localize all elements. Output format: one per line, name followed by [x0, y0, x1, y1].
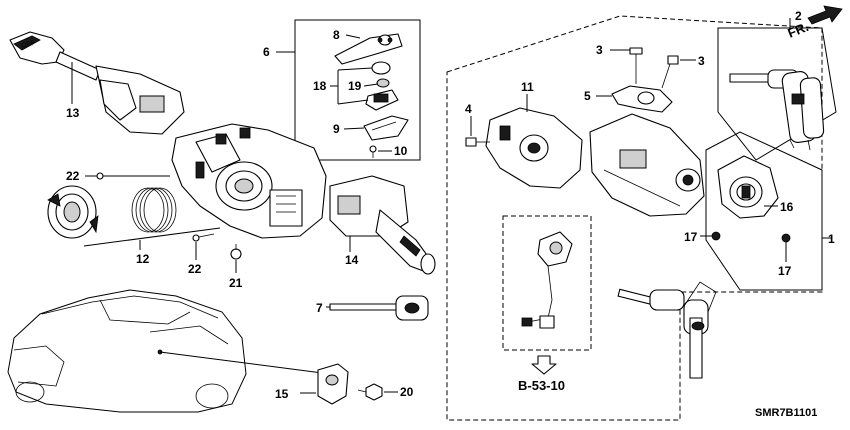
stalk-off-mark: OFF	[21, 40, 36, 50]
screw-icon	[192, 233, 242, 260]
ignition-cylinder-icon	[717, 155, 779, 219]
bolt-icon	[465, 137, 490, 147]
part-label-4: 4	[465, 102, 472, 116]
key-head-icon	[334, 33, 403, 65]
spiral-spring-icon	[131, 187, 177, 233]
part-label-15: 15	[275, 387, 289, 401]
door-lock-cylinder-icon	[317, 363, 349, 405]
part-label-3-left: 3	[596, 43, 603, 57]
part-label-17-right: 17	[778, 264, 792, 278]
assembly-frame	[446, 15, 823, 421]
screw-icon	[711, 231, 791, 243]
key-pair-icon	[617, 281, 717, 379]
section-reference: B-53-10	[518, 378, 565, 393]
part-label-3-right: 3	[698, 54, 705, 68]
part-label-5: 5	[584, 89, 591, 103]
bolt-icon	[357, 383, 383, 401]
drawing-code: SMR7B1101	[755, 407, 817, 419]
part-label-17-left: 17	[684, 230, 698, 244]
reference-arrow-icon	[531, 355, 557, 375]
turn-signal-switch-stalk-icon	[329, 175, 436, 275]
car-outline-icon	[7, 289, 247, 413]
part-label-2: 2	[795, 9, 802, 23]
transmitter-parts-icon	[363, 61, 409, 158]
steering-lock-housing-icon	[589, 113, 705, 217]
part-label-1: 1	[828, 232, 835, 246]
part-label-22-top: 22	[66, 169, 80, 183]
part-label-7: 7	[316, 301, 323, 315]
part-label-14: 14	[345, 253, 359, 267]
part-label-11: 11	[521, 80, 534, 94]
key-interlock-switch-icon	[521, 231, 573, 329]
key-pair-icon	[729, 69, 825, 151]
part-label-9: 9	[333, 122, 340, 136]
part-label-8: 8	[333, 28, 340, 42]
front-arrow-icon	[807, 5, 843, 25]
combination-switch-body-icon	[171, 123, 327, 239]
key-blank-icon	[329, 295, 429, 321]
part-label-19: 19	[348, 79, 362, 93]
part-label-22-bottom: 22	[188, 262, 202, 276]
part-label-16: 16	[780, 200, 794, 214]
part-label-10: 10	[394, 144, 408, 158]
part-label-20: 20	[400, 385, 414, 399]
steering-lock-body-icon	[485, 107, 583, 189]
sensor-subassembly-box	[502, 215, 592, 351]
part-label-12: 12	[136, 252, 150, 266]
transmitter-box	[294, 19, 421, 161]
part-label-6: 6	[263, 45, 270, 59]
wiper-switch-stalk-icon	[9, 31, 185, 135]
part-label-18: 18	[313, 79, 327, 93]
part-label-13: 13	[66, 106, 80, 120]
lock-bracket-icon	[611, 85, 673, 113]
cylinder-box	[705, 131, 823, 291]
part-label-21: 21	[229, 276, 243, 290]
cable-reel-icon	[47, 185, 99, 239]
front-indicator-label: FR.	[786, 19, 811, 41]
shear-bolt-icon	[629, 47, 679, 89]
